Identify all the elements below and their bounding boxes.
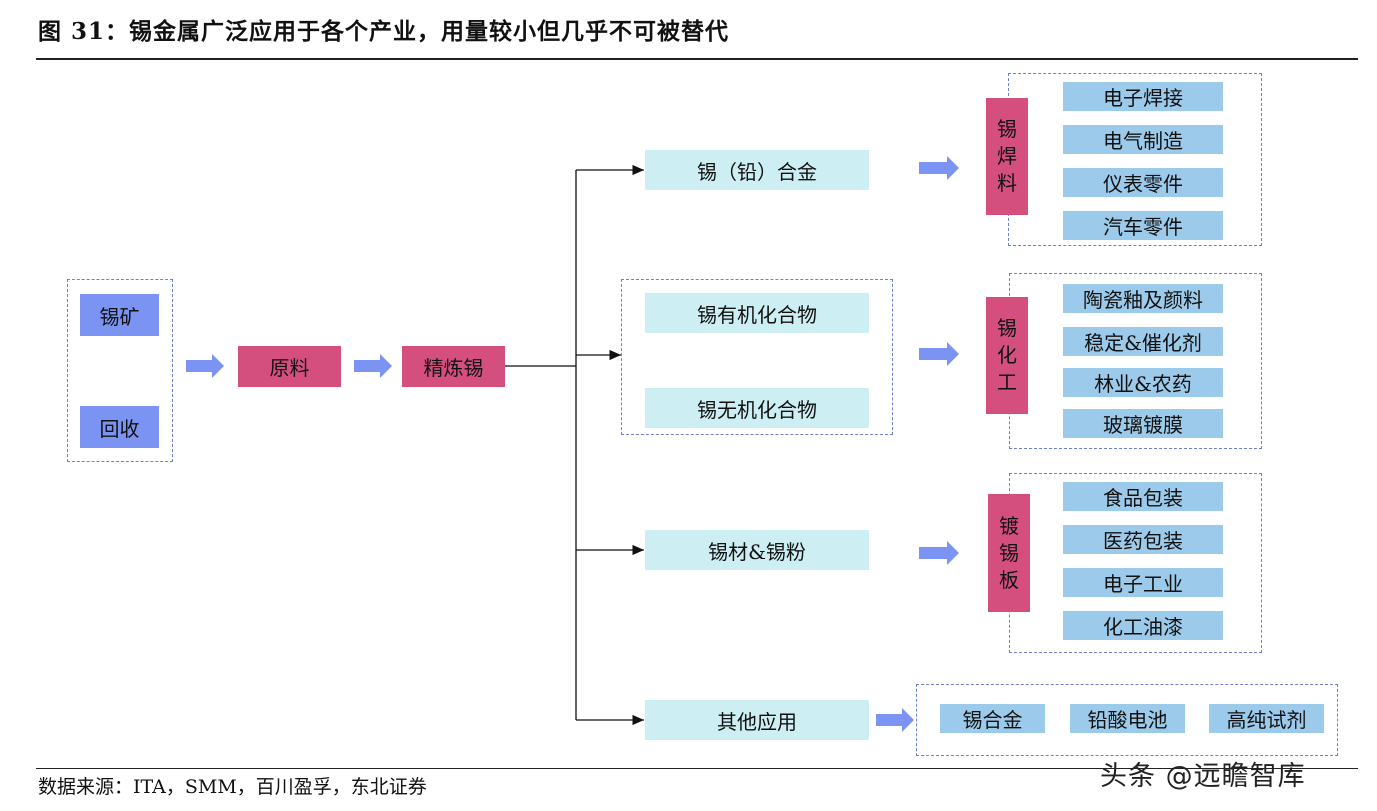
use-item: 稳定&催化剂: [1063, 327, 1223, 356]
branch-tin-lead-alloy: 锡（铅）合金: [645, 150, 869, 190]
category-plating-char: 板: [999, 567, 1019, 592]
category-chemical-char: 锡: [997, 316, 1017, 340]
recycle-box: 回收: [80, 406, 159, 448]
branch-inorganic-compound: 锡无机化合物: [645, 388, 869, 428]
category-solder-char: 锡: [997, 117, 1017, 141]
use-item: 林业&农药: [1063, 368, 1223, 397]
arrow-to-plating: [919, 541, 959, 565]
arrow-to-chemical: [919, 342, 959, 366]
watermark: 头条 @远瞻智库: [1100, 761, 1306, 792]
use-item: 仪表零件: [1063, 168, 1223, 197]
branch-organic-compound: 锡有机化合物: [645, 293, 869, 333]
other-uses-group: [916, 684, 1338, 756]
use-item: 食品包装: [1063, 482, 1223, 511]
category-chemical-char: 工: [997, 370, 1017, 394]
category-plating-char: 锡: [999, 540, 1019, 565]
category-plating-char: 镀: [999, 513, 1019, 538]
arrow-to-raw: [186, 354, 224, 378]
arrow-to-solder: [919, 156, 959, 180]
use-item: 铅酸电池: [1070, 704, 1185, 733]
branch-tin-material-powder: 锡材&锡粉: [645, 530, 869, 570]
use-item: 电气制造: [1063, 125, 1223, 154]
use-item: 电子焊接: [1063, 82, 1223, 111]
category-chemical-char: 化: [997, 343, 1017, 367]
branch-other-applications: 其他应用: [645, 700, 869, 740]
use-item: 汽车零件: [1063, 211, 1223, 240]
arrow-to-refined: [354, 354, 392, 378]
source-divider: [36, 768, 1358, 769]
category-solder: 锡 焊 料: [986, 98, 1028, 215]
title-divider: [36, 58, 1358, 60]
arrow-to-other-uses: [876, 708, 914, 732]
figure-title: 图 31：锡金属广泛应用于各个产业，用量较小但几乎不可被替代: [38, 18, 730, 45]
category-solder-char: 料: [997, 171, 1017, 195]
category-chemical: 锡 化 工: [986, 297, 1028, 414]
compound-group: [621, 279, 893, 435]
tin-ore-box: 锡矿: [80, 294, 159, 336]
source-note: 数据来源：ITA，SMM，百川盈孚，东北证券: [38, 776, 427, 798]
use-item: 玻璃镀膜: [1063, 409, 1223, 438]
refined-tin-box: 精炼锡: [402, 346, 505, 387]
use-item: 高纯试剂: [1209, 704, 1324, 733]
category-solder-char: 焊: [997, 144, 1017, 168]
use-item: 电子工业: [1063, 568, 1223, 597]
use-item: 陶瓷釉及颜料: [1063, 284, 1223, 313]
category-plating: 镀 锡 板: [988, 494, 1030, 612]
use-item: 化工油漆: [1063, 611, 1223, 640]
raw-material-box: 原料: [238, 346, 341, 387]
use-item: 锡合金: [940, 704, 1045, 733]
use-item: 医药包装: [1063, 525, 1223, 554]
source-group: [67, 279, 173, 462]
